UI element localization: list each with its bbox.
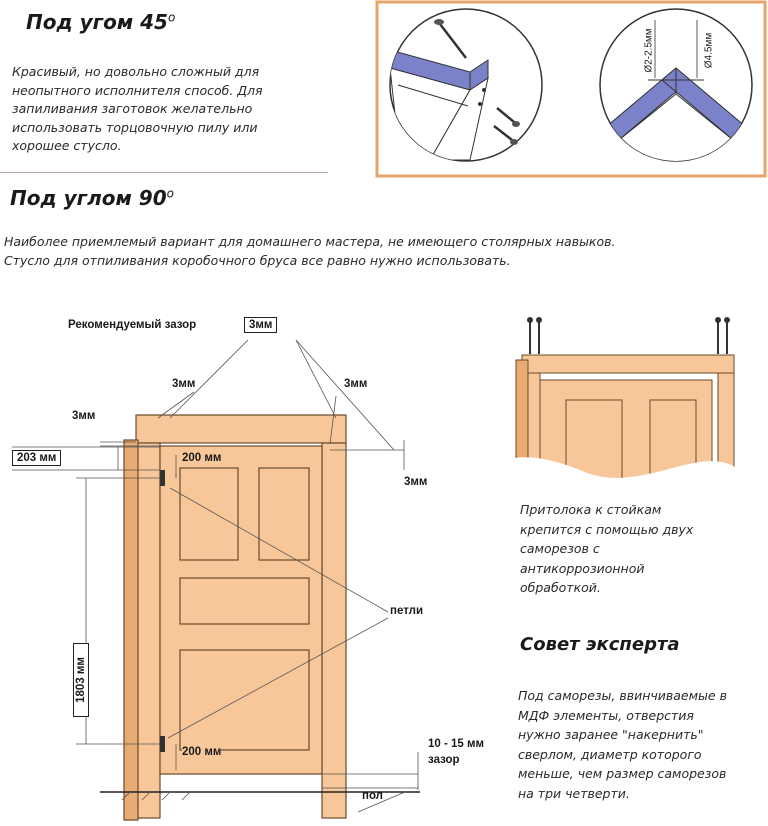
hinge-top bbox=[160, 470, 165, 486]
text-line: антикоррозионной bbox=[520, 560, 645, 576]
text-line: Наиболее приемлемый вариант для домашнег… bbox=[4, 234, 616, 249]
text-line: Притолока к стойкам bbox=[520, 502, 662, 517]
hinge-bottom bbox=[160, 736, 165, 752]
hinge-bottom-distance-label: 200 мм bbox=[182, 746, 222, 758]
panel-1 bbox=[179, 467, 239, 561]
floor-label: пол bbox=[362, 790, 383, 802]
panel-4 bbox=[179, 649, 310, 751]
angle90-heading: Под углом 90o bbox=[10, 186, 174, 210]
divider bbox=[0, 172, 328, 173]
lintel bbox=[135, 414, 347, 444]
gap-top-right-label: 3мм bbox=[344, 378, 368, 390]
text-line: неопытного исполнителя способ. Для bbox=[12, 82, 263, 98]
text-line: использовать торцовочную пилу или bbox=[12, 119, 258, 135]
text-line: меньше, чем размер саморезов bbox=[518, 766, 727, 781]
expert-text: Под саморезы, ввинчиваемые в МДФ элемент… bbox=[518, 686, 766, 803]
text-line: обработкой. bbox=[520, 580, 601, 595]
text-line: хорошее стусло. bbox=[12, 138, 122, 153]
text-line: на три четверти. bbox=[518, 785, 630, 801]
floor-gap-value: 10 - 15 мм bbox=[428, 738, 485, 750]
dim-203-label: 203 мм bbox=[12, 450, 62, 466]
degree-mark: o bbox=[166, 186, 174, 201]
text-line: саморезов с bbox=[520, 541, 600, 556]
text-line: Красивый, но довольно сложный для bbox=[12, 64, 260, 79]
panel-3 bbox=[179, 577, 310, 625]
text-line: запиливания заготовок желательно bbox=[12, 101, 253, 116]
text-line: Стусло для отпиливания коробочного бруса… bbox=[4, 253, 511, 268]
hinges-label: петли bbox=[390, 605, 424, 617]
text-line: сверлом, диаметр которого bbox=[518, 746, 702, 762]
text-line: крепится с помощью двух bbox=[520, 521, 694, 537]
expert-heading: Совет эксперта bbox=[520, 634, 680, 655]
angle90-heading-text: Под углом 90 bbox=[10, 186, 167, 210]
angle45-text: Красивый, но довольно сложный для неопыт… bbox=[12, 63, 352, 156]
gap-label: Рекомендуемый зазор bbox=[68, 319, 196, 331]
gap-top-mid-label: 3мм bbox=[172, 378, 196, 390]
text-line: МДФ элементы, отверстия bbox=[518, 707, 694, 723]
gap-value-box: 3мм bbox=[244, 317, 278, 333]
jamb-left-side bbox=[123, 439, 139, 821]
angle45-heading-text: Под угом 45 bbox=[26, 10, 168, 34]
degree-mark: o bbox=[167, 10, 176, 25]
text-line: Под саморезы, ввинчиваемые в bbox=[518, 688, 727, 703]
angle90-text: Наиболее приемлемый вариант для домашнег… bbox=[4, 232, 764, 270]
joint-45-drill-illustration bbox=[599, 8, 753, 162]
joint-45-nails-illustration bbox=[389, 8, 543, 162]
gap-top-left-label: 3мм bbox=[72, 410, 96, 422]
hinge-top-distance-label: 200 мм bbox=[182, 452, 222, 464]
angle45-heading: Под угом 45o bbox=[26, 10, 175, 34]
lintel-note: Притолока к стойкам крепится с помощью д… bbox=[520, 500, 765, 598]
panel-2 bbox=[258, 467, 310, 561]
jamb-left bbox=[135, 442, 161, 819]
gap-side-right-label: 3мм bbox=[404, 476, 428, 488]
text-line: нужно заранее "накернить" bbox=[518, 727, 704, 742]
screws bbox=[529, 322, 728, 354]
floor-gap-label: зазор bbox=[428, 754, 460, 766]
gap-label-text: Рекомендуемый зазор bbox=[68, 319, 197, 331]
